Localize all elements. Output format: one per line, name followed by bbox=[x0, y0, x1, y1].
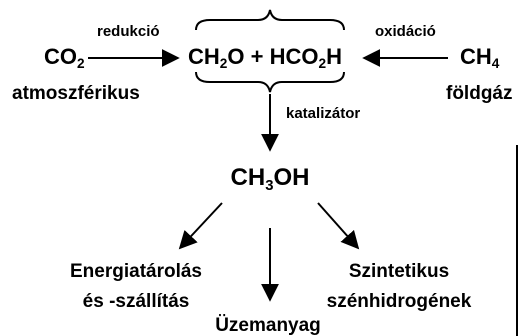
energy-storage-label-line2: és -szállítás bbox=[82, 291, 190, 312]
energy-storage-label-line1: Energiatárolás bbox=[70, 261, 202, 282]
co2-formula: CO2 bbox=[44, 44, 85, 72]
ch4-formula: CH4 bbox=[460, 44, 500, 72]
bottom-brace bbox=[195, 71, 345, 93]
methanol-formula: CH3OH bbox=[230, 164, 310, 194]
oxidation-label: oxidáció bbox=[375, 23, 436, 40]
arrow-to-energy bbox=[178, 202, 223, 250]
synthetic-label-line2: szénhidrogének bbox=[326, 291, 472, 312]
top-brace bbox=[195, 9, 345, 31]
arrow-to-synthetic bbox=[317, 202, 360, 250]
ch4-source-label: földgáz bbox=[446, 83, 513, 104]
frame-edge-line bbox=[516, 145, 518, 336]
fuel-label: Üzemanyag bbox=[215, 315, 321, 336]
synthetic-label-line1: Szintetikus bbox=[348, 261, 450, 282]
intermediate-formula: CH2O + HCO2H bbox=[188, 44, 342, 72]
catalyst-label: katalizátor bbox=[286, 105, 361, 122]
reduction-label: redukció bbox=[97, 23, 160, 40]
co2-source-label: atmoszférikus bbox=[12, 83, 140, 104]
